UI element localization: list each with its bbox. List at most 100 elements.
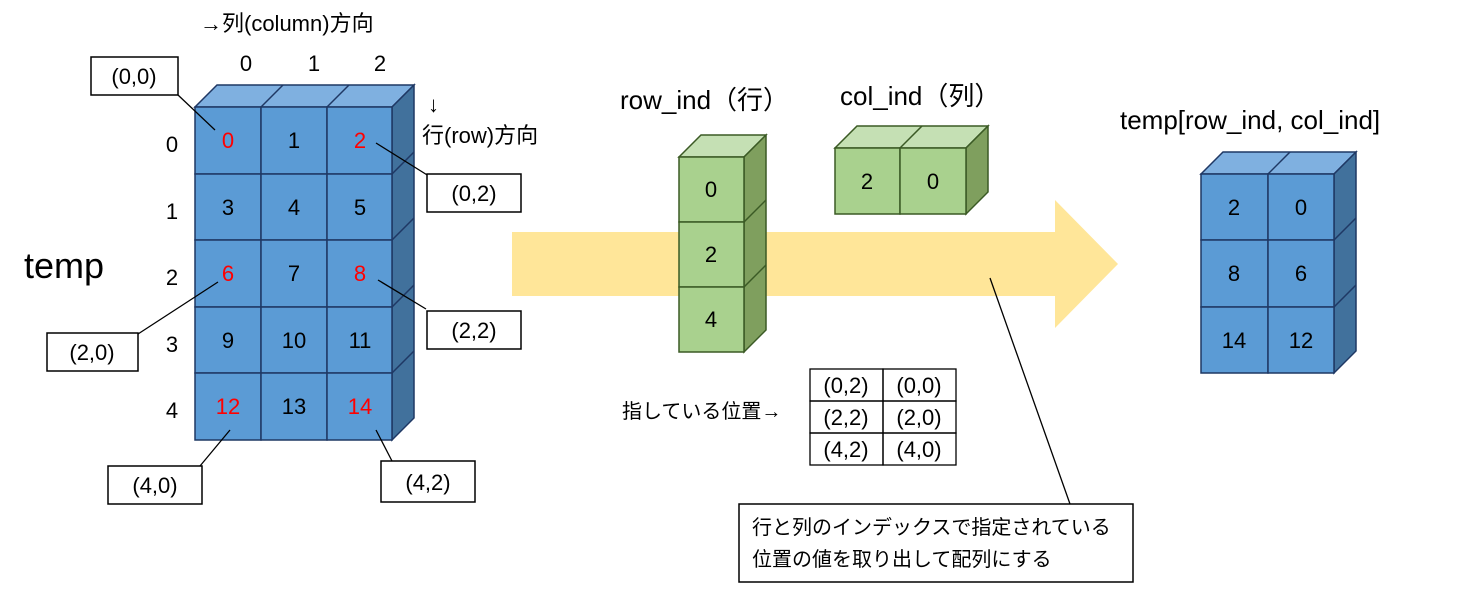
column-direction-label: →列(column)方向: [200, 11, 374, 36]
callout-box: [90, 56, 179, 96]
column-index: 2: [374, 51, 386, 76]
row-ind-array: 0 2 4: [677, 133, 768, 354]
result-side: [1333, 150, 1357, 375]
result-value: 14: [1222, 328, 1246, 353]
callout-label: (0,2): [451, 181, 496, 206]
note-line: 位置の値を取り出して配列にする: [752, 548, 1052, 571]
temp-array: 0 1 2 3 4 5 6 7 8 9 10 11 12 13 14: [193, 83, 416, 442]
positions-value: (4,0): [896, 437, 941, 462]
temp-cell: [260, 306, 328, 374]
row-direction-label: 行(row)方向: [422, 123, 538, 148]
result-side-divider: [1333, 284, 1357, 308]
temp-value: 2: [354, 128, 366, 153]
positions-label: 指している位置→: [622, 400, 781, 423]
col-ind-value: 2: [861, 169, 873, 194]
temp-value: 9: [222, 328, 234, 353]
row-ind-value: 0: [705, 177, 717, 202]
temp-cell: [326, 106, 393, 175]
callout-label: (2,2): [451, 318, 496, 343]
row-ind-label: row_ind（行）: [620, 85, 789, 115]
temp-value: 3: [222, 195, 234, 220]
result-value: 8: [1228, 261, 1240, 286]
row-ind-value: 4: [705, 307, 717, 332]
result-cell: [1267, 306, 1335, 374]
callout-leader: [137, 281, 219, 335]
callout-label: (0,0): [111, 64, 156, 89]
callout-box: [426, 173, 522, 213]
result-value: 0: [1295, 195, 1307, 220]
note-box: [738, 503, 1134, 583]
temp-value: 14: [348, 394, 372, 419]
row-direction-arrow: ↓: [428, 92, 439, 117]
row-ind-side-divider: [743, 264, 767, 288]
result-value: 2: [1228, 195, 1240, 220]
callout-leader: [177, 94, 216, 131]
temp-cell: [194, 239, 262, 308]
row-ind-side-divider: [743, 199, 767, 223]
temp-value: 0: [222, 128, 234, 153]
result-cell: [1267, 239, 1335, 308]
result-value: 12: [1289, 328, 1313, 353]
col-ind-top-divider: [899, 125, 923, 149]
row-index: 1: [166, 199, 178, 224]
note-leader: [989, 277, 1071, 505]
temp-value: 6: [222, 261, 234, 286]
col-ind-label: col_ind（列）: [840, 81, 1000, 111]
row-index: 2: [166, 265, 178, 290]
temp-value: 1: [288, 128, 300, 153]
note-line: 行と列のインデックスで指定されている: [752, 516, 1111, 539]
temp-array-side-divider: [391, 284, 415, 308]
callout-leader: [377, 279, 427, 310]
temp-cell: [260, 239, 328, 308]
row-ind-side: [743, 133, 767, 354]
temp-value: 10: [282, 328, 306, 353]
row-ind-cell: [678, 286, 745, 353]
col-ind-value: 0: [927, 169, 939, 194]
temp-value: 7: [288, 261, 300, 286]
positions-value: (0,0): [896, 373, 941, 398]
temp-value: 13: [282, 394, 306, 419]
positions-value: (2,0): [896, 405, 941, 430]
temp-array-side-divider: [391, 151, 415, 175]
callout-leader: [199, 429, 231, 467]
flow-arrow: [512, 200, 1118, 328]
callout-box: [380, 460, 476, 503]
temp-cell: [326, 306, 393, 374]
temp-cell: [326, 372, 393, 441]
row-ind-cell: [678, 221, 745, 288]
col-ind-array: 2 0: [833, 124, 990, 216]
callout-label: (4,2): [405, 470, 450, 495]
temp-cell: [194, 372, 262, 441]
temp-array-side: [391, 83, 415, 442]
callout-box: [426, 310, 522, 350]
row-index: 4: [166, 398, 178, 423]
result-cell: [1200, 239, 1269, 308]
row-ind-value: 2: [705, 242, 717, 267]
positions-table: [809, 368, 957, 466]
callout-leader: [375, 142, 433, 179]
positions-value: (2,2): [823, 405, 868, 430]
temp-array-name: temp: [24, 245, 104, 286]
temp-value: 8: [354, 261, 366, 286]
temp-cell: [194, 173, 262, 241]
positions-cell: [882, 432, 957, 466]
callout-label: (2,0): [69, 340, 114, 365]
callout-label: (4,0): [132, 473, 177, 498]
row-index: 3: [166, 332, 178, 357]
temp-array-top-divider: [260, 84, 284, 108]
column-index: 1: [308, 51, 320, 76]
result-label: temp[row_ind, col_ind]: [1120, 105, 1380, 135]
temp-array-top-divider: [326, 84, 350, 108]
result-array: 2 0 8 6 14 12: [1199, 150, 1358, 375]
result-value: 6: [1295, 261, 1307, 286]
temp-value: 11: [349, 328, 372, 353]
temp-cell: [194, 306, 262, 374]
temp-cell: [326, 173, 393, 241]
callout-box: [46, 332, 139, 372]
positions-value: (4,2): [823, 437, 868, 462]
temp-value: 4: [288, 195, 300, 220]
callout-box: [107, 465, 203, 505]
row-index: 0: [166, 132, 178, 157]
temp-value: 5: [354, 195, 366, 220]
